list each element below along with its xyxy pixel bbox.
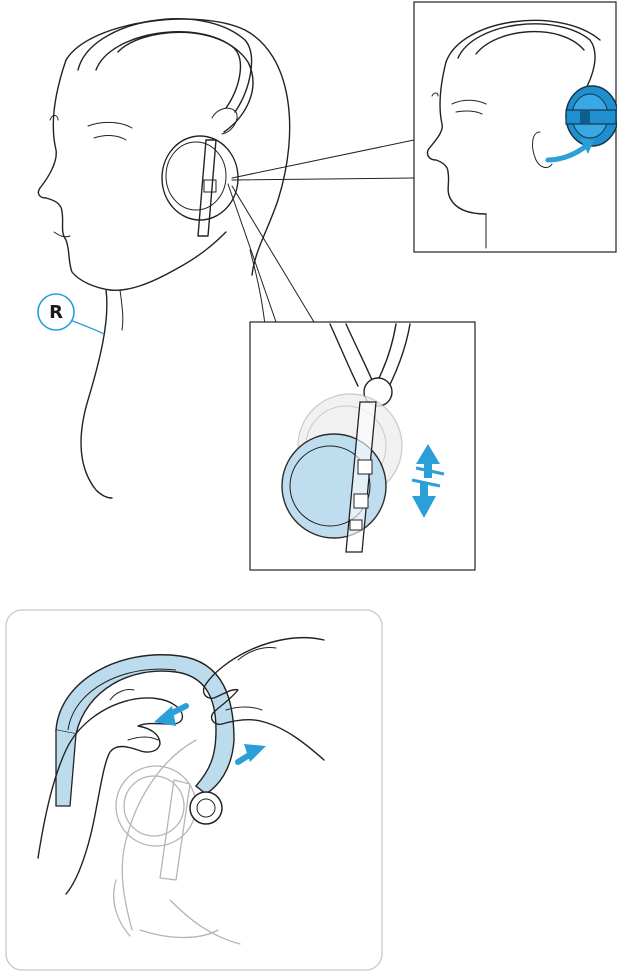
hands-adjusting-headband xyxy=(6,610,382,970)
side-label-r: R xyxy=(49,302,63,323)
zoom-inset-slide-earcup xyxy=(250,322,475,570)
zoom-inset-rotate-earcup xyxy=(414,2,617,252)
